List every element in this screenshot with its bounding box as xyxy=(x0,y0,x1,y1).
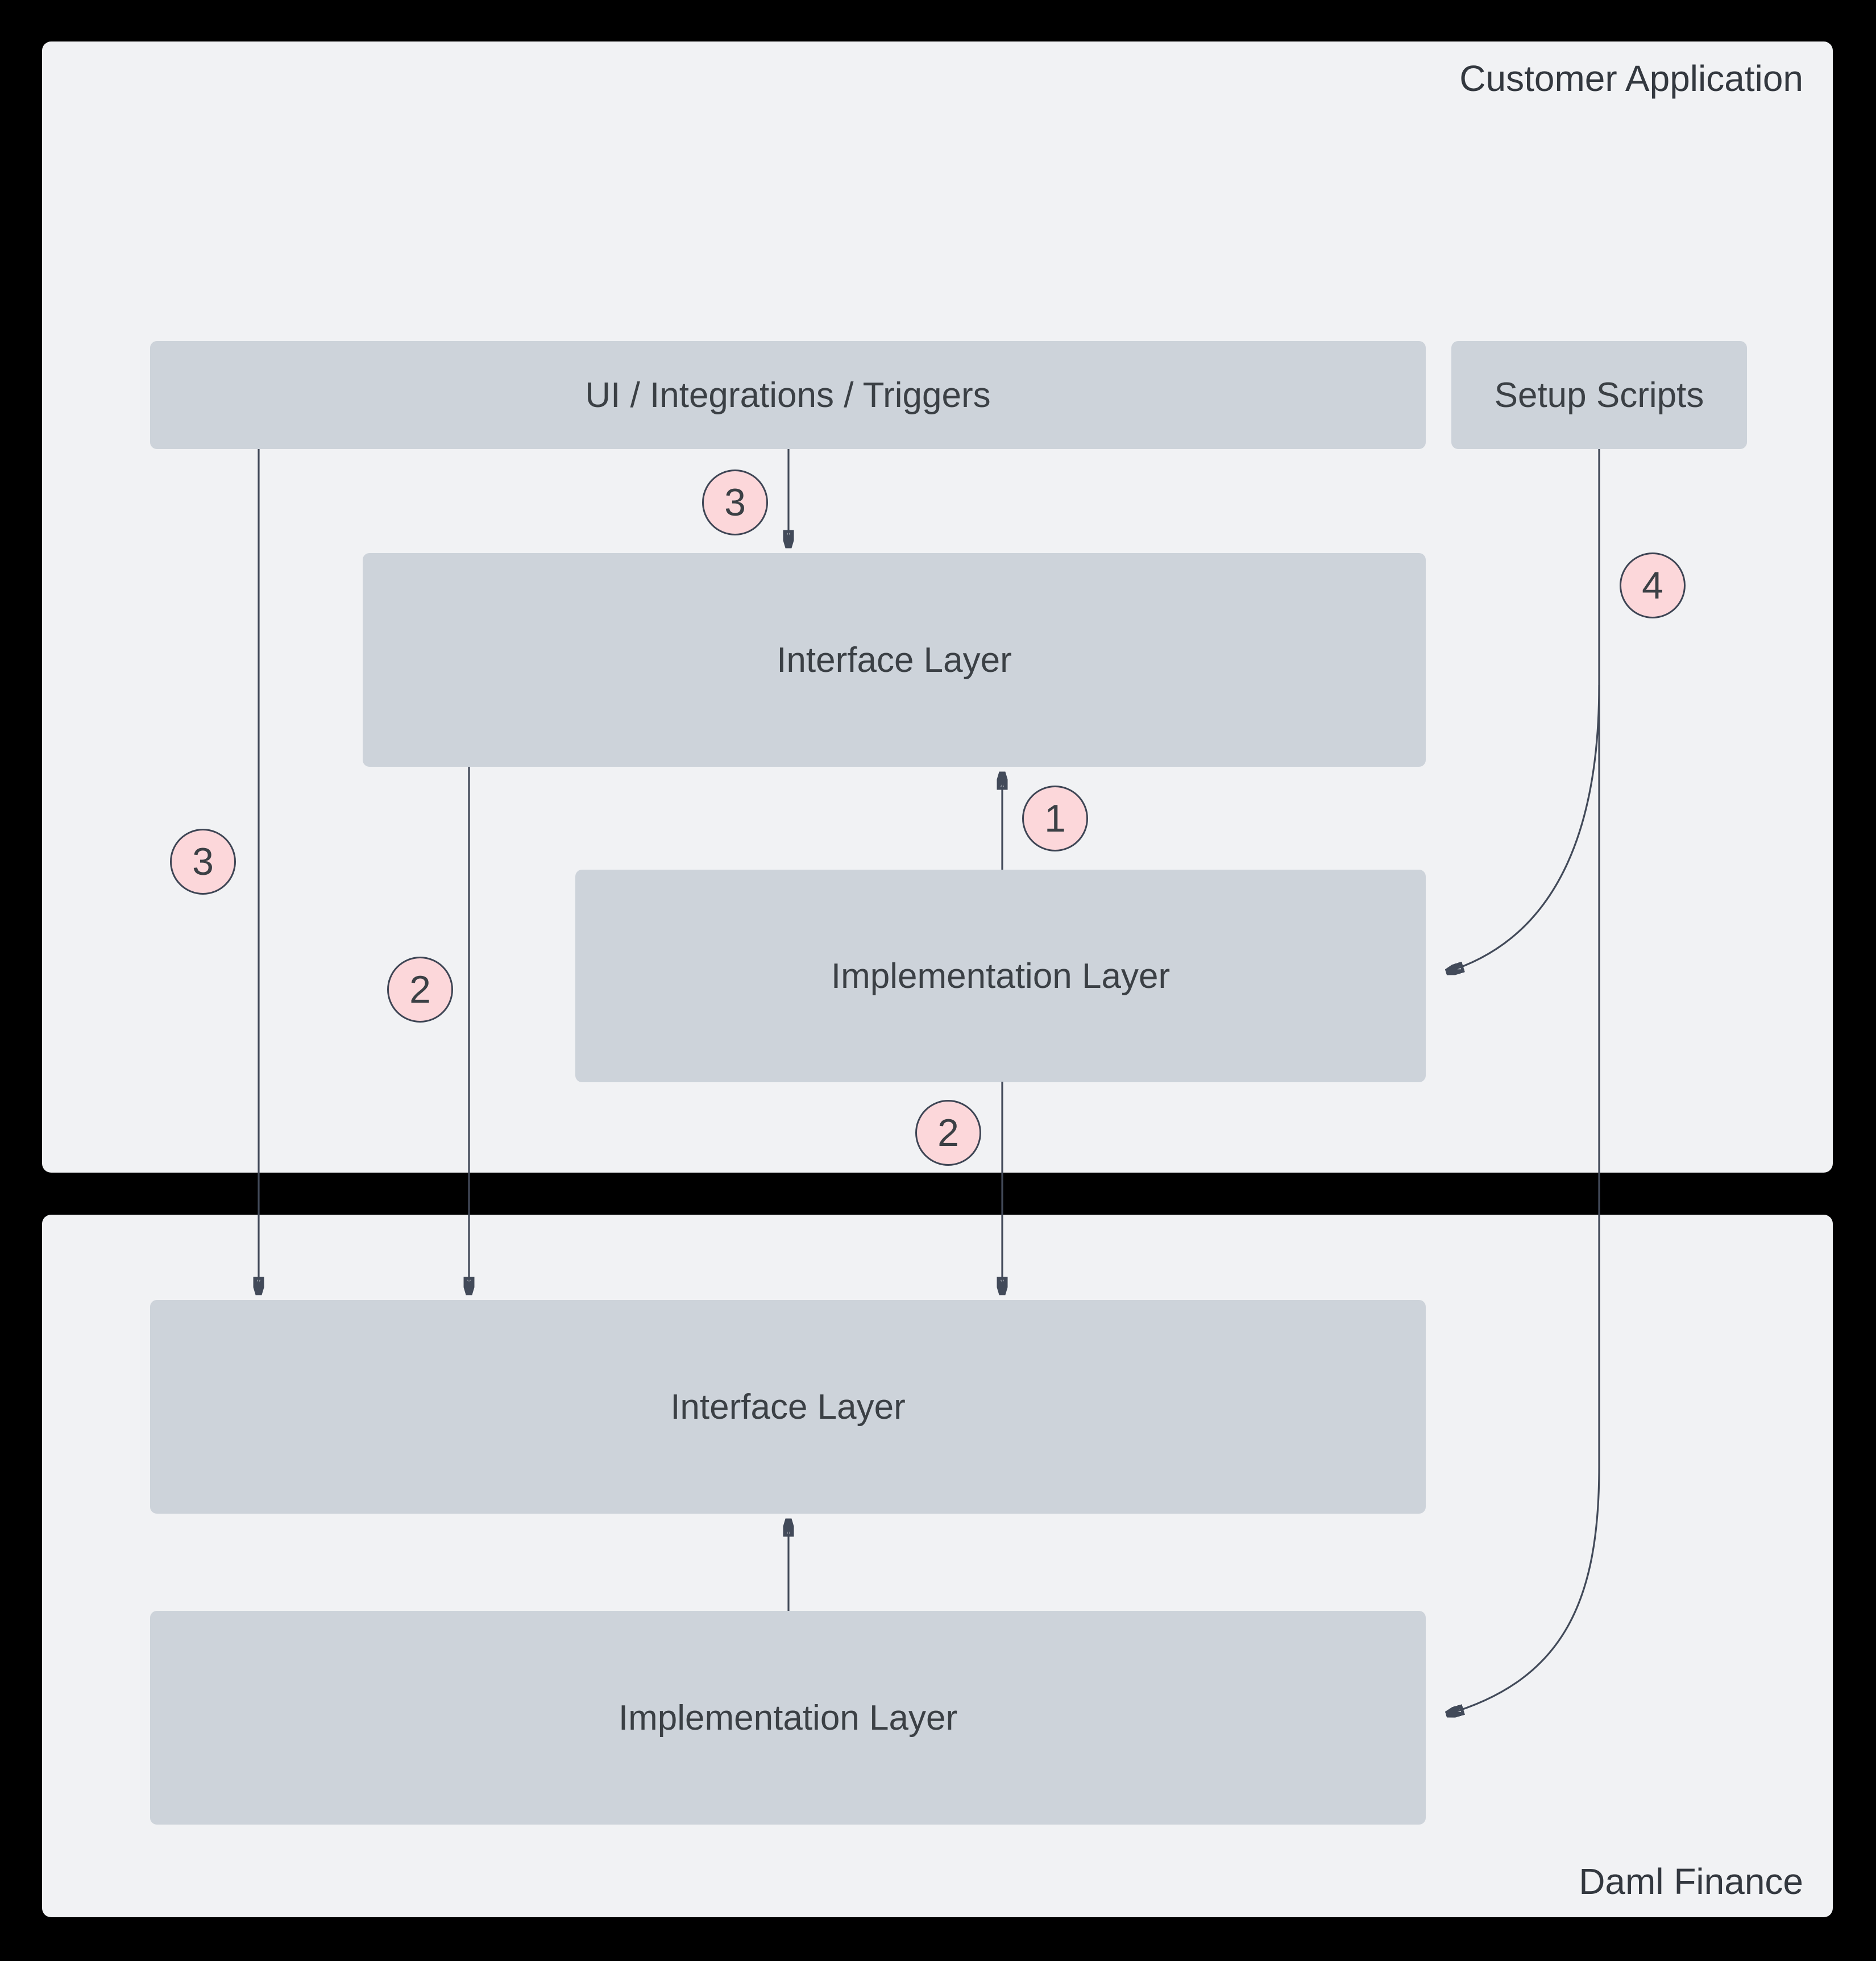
customer-application-label: Customer Application xyxy=(1459,58,1803,99)
step-badge-1: 1 xyxy=(1022,786,1088,851)
node-daml-implementation-layer: Implementation Layer xyxy=(150,1611,1426,1825)
step-badge-2-center: 2 xyxy=(915,1100,981,1166)
node-setup-scripts: Setup Scripts xyxy=(1451,341,1747,449)
node-ui-integrations-triggers: UI / Integrations / Triggers xyxy=(150,341,1426,449)
node-daml-interface-layer: Interface Layer xyxy=(150,1300,1426,1514)
node-app-interface-layer: Interface Layer xyxy=(363,553,1426,767)
node-app-implementation-layer: Implementation Layer xyxy=(575,870,1426,1082)
arrow-setup-scripts-to-daml-implementation xyxy=(1447,449,1600,1714)
step-badge-4: 4 xyxy=(1620,552,1686,618)
step-badge-2-left: 2 xyxy=(387,957,453,1023)
daml-finance-label: Daml Finance xyxy=(1579,1861,1803,1902)
arrow-setup-scripts-to-app-implementation xyxy=(1447,684,1600,972)
step-badge-3-left: 3 xyxy=(170,829,236,895)
step-badge-3-upper: 3 xyxy=(702,470,768,535)
